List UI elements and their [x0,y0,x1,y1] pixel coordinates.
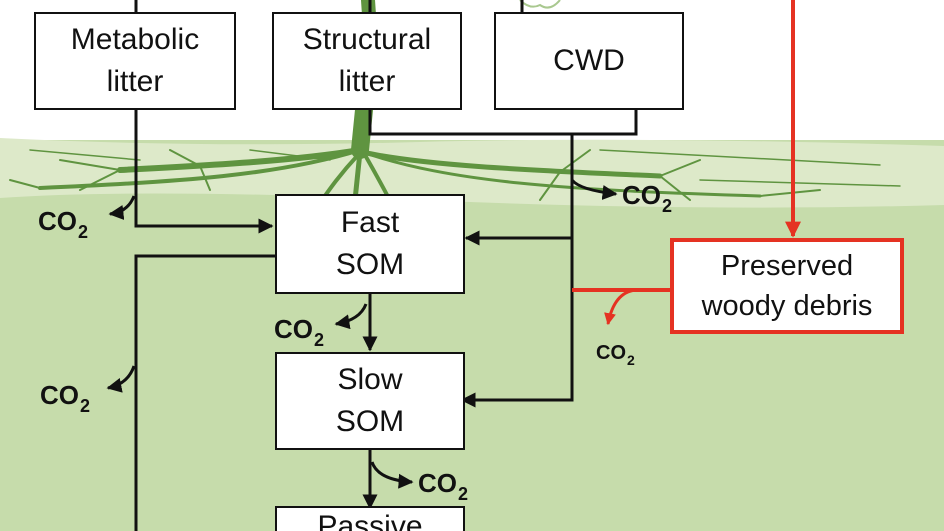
cwd-box: CWD [494,12,684,110]
metabolic-litter-label-line2: litter [106,65,164,98]
co2-subscript: 2 [627,352,635,368]
co2-base: CO [274,314,313,344]
co2-base: CO [596,342,626,364]
preserved-woody-debris-label-line2: woody debris [701,290,873,322]
co2-label-preserved: CO2 [596,342,635,368]
co2-subscript: 2 [662,196,673,216]
cwd-label: CWD [553,44,625,77]
co2-subscript: 2 [80,396,91,416]
co2-base: CO [418,468,457,498]
co2-base: CO [38,206,77,236]
slow-som-label-line2: SOM [335,405,405,438]
co2-subscript: 2 [314,330,325,350]
metabolic-litter-box: Metabolic litter [34,12,236,110]
co2-label-fast: CO2 [274,314,324,350]
structural-litter-label-line2: litter [338,65,396,98]
structural-litter-label-line1: Structural [302,23,432,56]
preserved-woody-debris-label-line1: Preserved [720,250,854,282]
fast-som-box: Fast SOM [275,194,465,294]
slow-som-box: Slow SOM [275,352,465,450]
passive-som-label: Passive [317,510,423,531]
co2-base: CO [40,380,79,410]
structural-litter-box: Structural litter [272,12,462,110]
fast-som-label-line1: Fast [340,206,400,239]
co2-label-cwd: CO2 [622,180,672,216]
co2-base: CO [622,180,661,210]
co2-subscript: 2 [458,484,469,504]
preserved-woody-debris-box: Preserved woody debris [670,238,904,334]
co2-label-passive-path: CO2 [40,380,90,416]
co2-subscript: 2 [78,222,89,242]
slow-som-label-line1: Slow [337,363,403,396]
fast-som-label-line2: SOM [335,248,405,281]
metabolic-litter-label-line1: Metabolic [70,23,200,56]
tree-canopy-fragment [519,0,561,9]
co2-label-metabolic: CO2 [38,206,88,242]
passive-som-box: Passive [275,506,465,531]
co2-label-slow: CO2 [418,468,468,504]
